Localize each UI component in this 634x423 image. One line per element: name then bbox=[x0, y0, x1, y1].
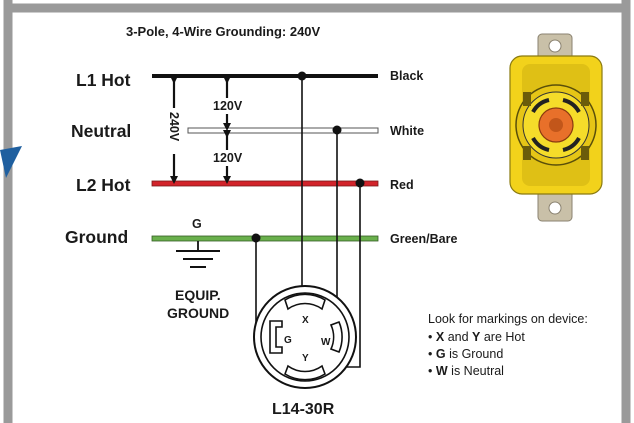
note-item-3: • W is Neutral bbox=[428, 364, 504, 378]
voltage-lower-label: 120V bbox=[213, 151, 243, 165]
device-markings-note: Look for markings on device: • X and Y a… bbox=[428, 312, 588, 378]
pointer-arrow-icon bbox=[0, 146, 22, 178]
terminal-x-label: X bbox=[302, 315, 309, 326]
red-wire-label: Red bbox=[390, 178, 414, 192]
terminal-w-label: W bbox=[321, 337, 331, 348]
voltage-upper-label: 120V bbox=[213, 99, 243, 113]
terminal-g-label: G bbox=[284, 335, 292, 346]
l1-bus bbox=[152, 74, 378, 78]
voltage-240-label: 240V bbox=[167, 112, 181, 142]
note-item-1: • X and Y are Hot bbox=[428, 330, 525, 344]
equip-ground-line1: EQUIP. bbox=[175, 287, 221, 303]
note-item-2: • G is Ground bbox=[428, 347, 503, 361]
note-heading: Look for markings on device: bbox=[428, 312, 588, 326]
neutral-bus bbox=[187, 127, 379, 134]
receptacle-model: L14-30R bbox=[272, 401, 335, 418]
ground-bus bbox=[151, 235, 379, 242]
receptacle-face bbox=[253, 285, 357, 389]
green-wire-label: Green/Bare bbox=[390, 232, 457, 246]
receptacle-photo bbox=[509, 33, 603, 222]
frame bbox=[3, 0, 631, 423]
ground-label: Ground bbox=[65, 227, 128, 247]
l2-bus bbox=[151, 180, 379, 187]
neutral-label: Neutral bbox=[71, 121, 131, 141]
junction-dots bbox=[251, 71, 365, 243]
diagram-title: 3-Pole, 4-Wire Grounding: 240V bbox=[126, 24, 321, 39]
l2-label: L2 Hot bbox=[76, 175, 131, 195]
l1-label: L1 Hot bbox=[76, 70, 131, 90]
ground-letter: G bbox=[192, 217, 202, 231]
white-wire-label: White bbox=[390, 124, 424, 138]
ground-symbol-icon bbox=[176, 241, 220, 268]
equip-ground-line2: GROUND bbox=[167, 305, 229, 321]
black-wire-label: Black bbox=[390, 69, 423, 83]
terminal-y-label: Y bbox=[302, 353, 309, 364]
